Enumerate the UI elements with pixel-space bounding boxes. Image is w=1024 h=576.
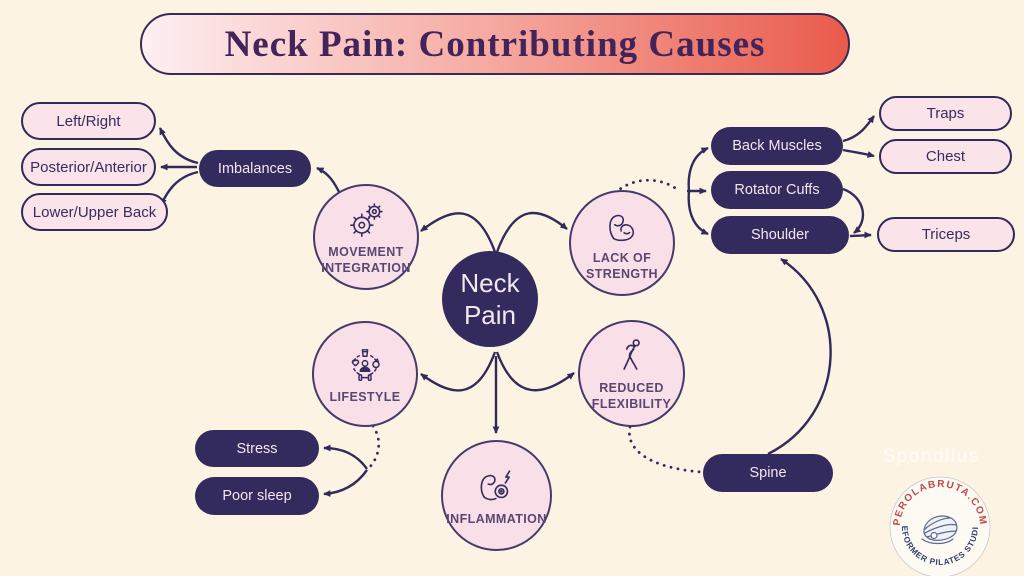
pill-triceps: Triceps [877, 217, 1015, 252]
pill-shoulder-label: Shoulder [750, 227, 810, 243]
stretching-figure-icon [622, 339, 640, 371]
bicep-icon [609, 214, 635, 241]
healthy-lifestyle-icon [351, 348, 380, 381]
neck-pain-label: Neck Pain [460, 267, 520, 331]
pill-rotator-cuffs: Rotator Cuffs [711, 171, 843, 209]
movement-integration-label: MOVEMENT INTEGRATION [321, 244, 411, 275]
muscle-pain-icon [480, 470, 510, 501]
title-banner: Neck Pain: Contributing Causes [140, 13, 850, 75]
pill-back-muscles-label: Back Muscles [732, 138, 822, 154]
oyster-shell-icon [921, 515, 958, 545]
pill-poor-sleep: Poor sleep [195, 477, 319, 515]
gears-icon [350, 203, 383, 237]
inflammation-label: INFLAMMATION [446, 512, 547, 527]
pill-back-muscles: Back Muscles [711, 127, 843, 165]
node-lifestyle: LIFESTYLE [312, 321, 418, 427]
node-lack-of-strength: LACK OF STRENGTH [569, 190, 675, 296]
node-neck-pain: Neck Pain [442, 251, 538, 347]
pill-rotator-cuffs-label: Rotator Cuffs [734, 182, 820, 198]
pill-chest-label: Chest [925, 148, 966, 165]
pill-spine-label: Spine [749, 465, 787, 481]
pill-poor-sleep-label: Poor sleep [222, 488, 292, 504]
pill-spine: Spine [703, 454, 833, 492]
pill-lower-upper-back: Lower/Upper Back [21, 193, 168, 231]
pill-shoulder: Shoulder [711, 216, 849, 254]
pill-traps-label: Traps [926, 105, 965, 122]
lack-of-strength-label: LACK OF STRENGTH [586, 250, 658, 281]
pill-traps: Traps [879, 96, 1012, 131]
pill-left-right: Left/Right [21, 102, 156, 140]
page-title: Neck Pain: Contributing Causes [224, 23, 766, 65]
node-inflammation: INFLAMMATION [441, 440, 552, 551]
pill-stress-label: Stress [236, 440, 278, 457]
lifestyle-label: LIFESTYLE [329, 389, 401, 404]
pill-triceps-label: Triceps [921, 226, 971, 243]
watermark-text: Spondilus [883, 446, 980, 467]
pill-lower-upper-back-label: Lower/Upper Back [32, 203, 157, 221]
pill-stress: Stress [195, 430, 319, 467]
pill-left-right-label: Left/Right [56, 112, 121, 130]
pill-posterior-anterior-label: Posterior/Anterior [30, 158, 147, 176]
pill-chest: Chest [879, 139, 1012, 174]
reduced-flexibility-label: REDUCED FLEXIBILITY [591, 381, 672, 411]
node-movement-integration: MOVEMENT INTEGRATION [313, 184, 419, 290]
pill-imbalances-label: Imbalances [217, 160, 293, 177]
pill-imbalances: Imbalances [199, 150, 311, 187]
pill-posterior-anterior: Posterior/Anterior [21, 148, 156, 186]
stamp-logo: PEROLABRUTA.COM REFORMER PILATES STUDIO [886, 473, 991, 576]
node-reduced-flexibility: REDUCED FLEXIBILITY [578, 320, 685, 427]
